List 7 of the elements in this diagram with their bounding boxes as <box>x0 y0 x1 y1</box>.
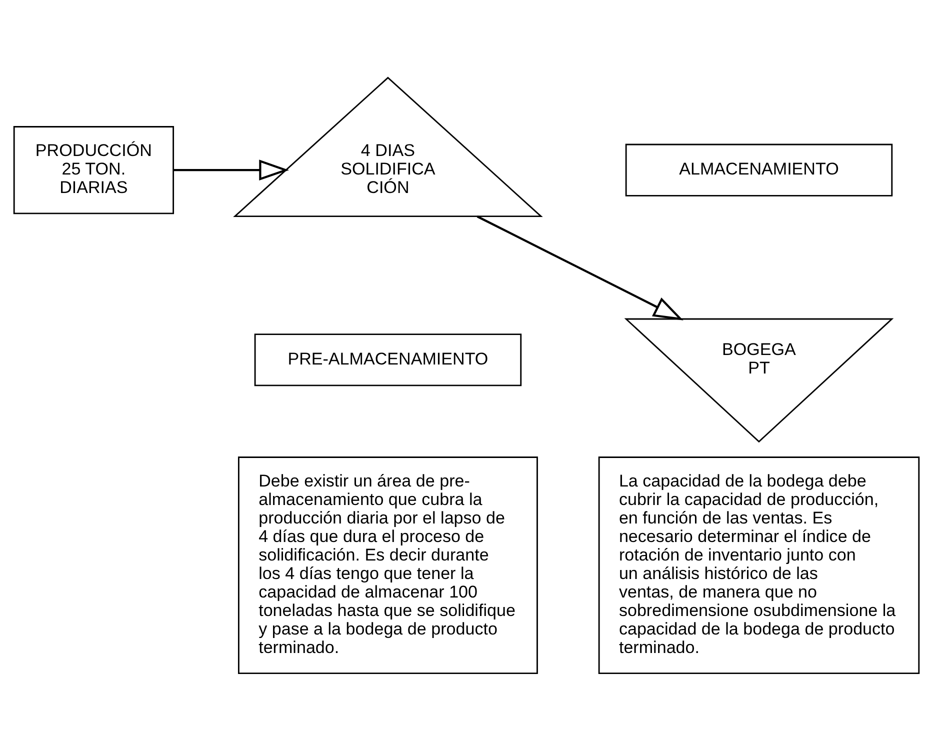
node-box: ALMACENAMIENTO <box>625 143 893 196</box>
node-box: Debe existir un área de pre-almacenamiento que cubra la producción diaria por el lapso de 4 días que dura el proceso de solidificación. Es decir durante los 4 días tengo que tener la capacidad de almacenar 100 toneladas hasta que se solidifique y pase a la bodega de producto terminado. <box>238 456 538 674</box>
arrow <box>174 159 290 180</box>
node-box: PRODUCCIÓN 25 TON. DIARIAS <box>13 126 174 214</box>
arrow <box>476 215 684 320</box>
node-box: PRE-ALMACENAMIENTO <box>254 333 522 386</box>
node-box: La capacidad de la bodega debe cubrir la capacidad de producción, en función de las ventas. Es necesario determinar el índice de rotación de inventario junto con un análisis histórico de las ventas, de manera que no sobredimensione osubdimensione la capacidad de la bodega de producto terminado. <box>598 456 920 674</box>
